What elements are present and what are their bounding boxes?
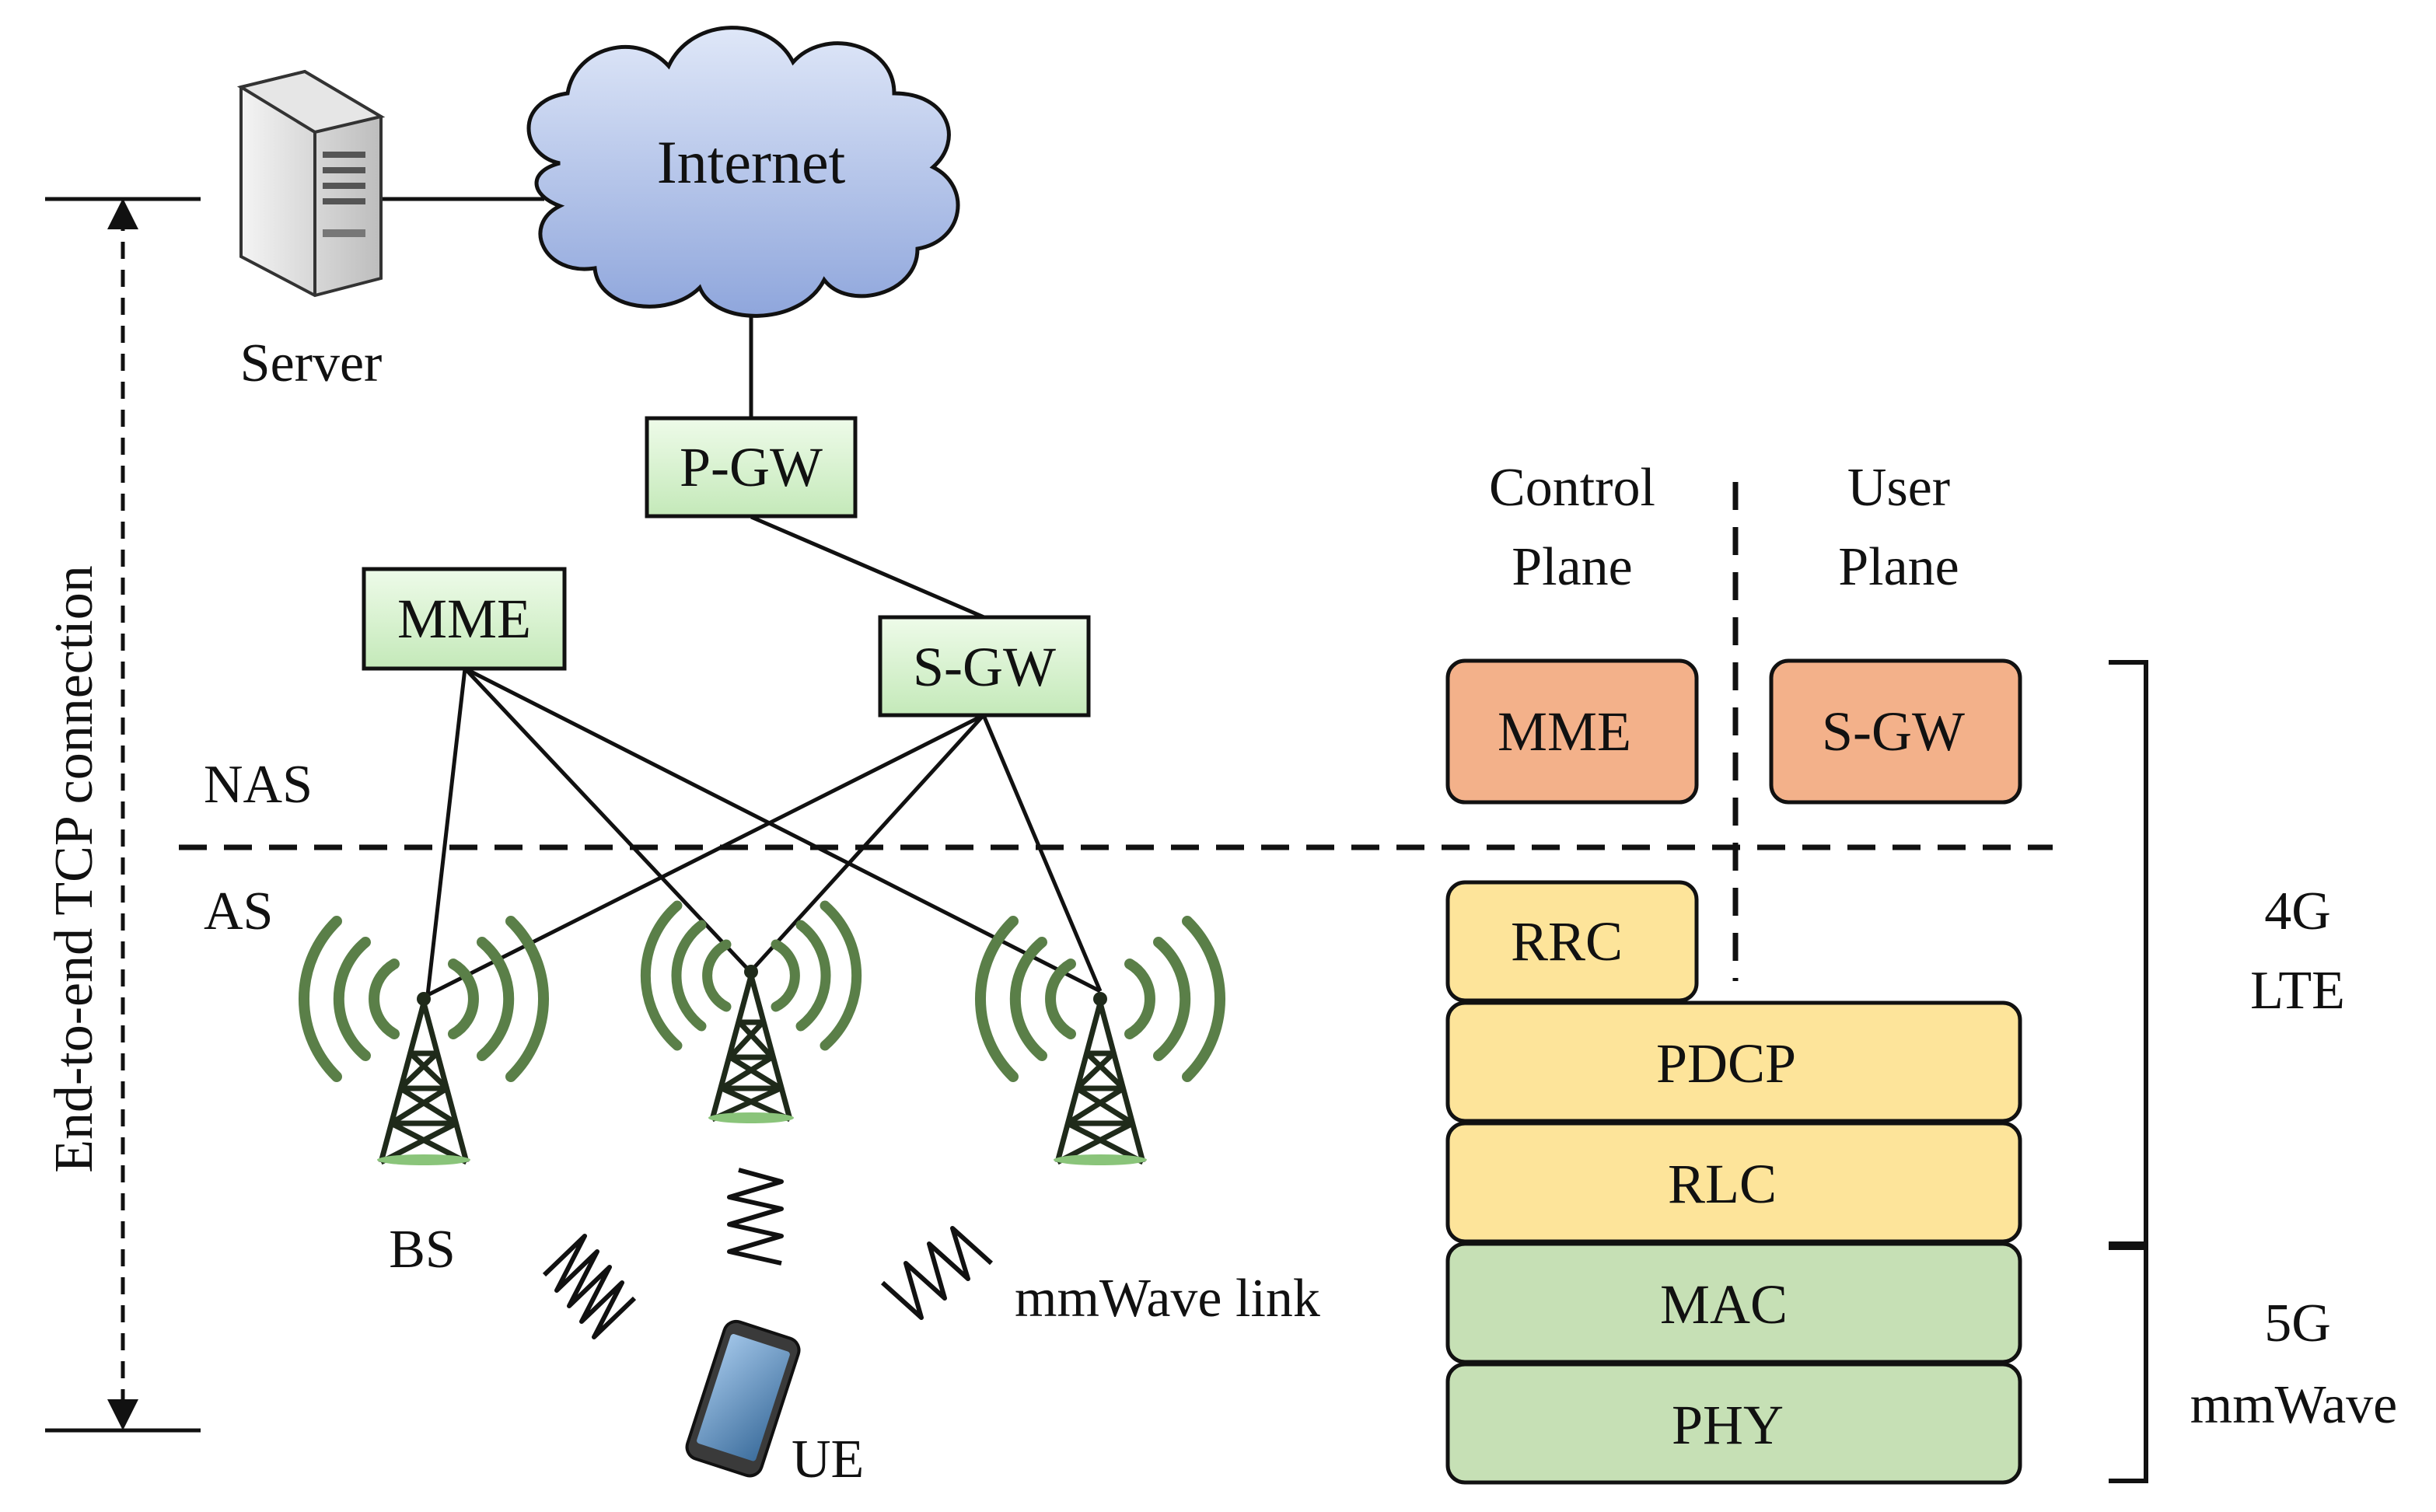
stack-rrc: RRC (1445, 880, 1699, 1003)
bs-label: BS (389, 1220, 456, 1280)
mmwave-wave-left (542, 1234, 637, 1339)
server-icon (236, 69, 386, 298)
mme-label: MME (397, 588, 531, 650)
sgw-label: S-GW (913, 636, 1056, 698)
phone-icon (685, 1319, 801, 1478)
tcp-span: End-to-end TCP connection (44, 197, 201, 1433)
stack-sgw: S-GW (1769, 658, 2022, 805)
tower-icon-3 (975, 916, 1225, 1165)
pgw-node: P-GW (645, 416, 858, 519)
nas-label: NAS (204, 755, 313, 815)
lte-label-2: LTE (2250, 961, 2345, 1021)
mmwave-bracket (2109, 1245, 2148, 1483)
ue-label: UE (792, 1430, 864, 1489)
lte-bracket (2109, 660, 2148, 1246)
as-label: AS (204, 882, 273, 941)
stack-phy-label: PHY (1672, 1394, 1784, 1456)
stack-rlc-label: RLC (1668, 1153, 1777, 1215)
lte-label-1: 4G (2264, 882, 2331, 941)
stack-mme: MME (1445, 658, 1699, 805)
stack-sgw-label: S-GW (1822, 700, 1965, 763)
mmwave-link-icons (542, 1168, 994, 1339)
tower-icon-1 (299, 916, 549, 1165)
mme-node: MME (362, 567, 567, 671)
stack-rlc: RLC (1445, 1121, 2022, 1244)
mmwave-wave-right (880, 1226, 994, 1320)
sgw-node: S-GW (878, 615, 1091, 718)
stack-pdcp: PDCP (1445, 1000, 2022, 1123)
stack-pdcp-label: PDCP (1656, 1032, 1796, 1095)
tower-icon-2 (640, 900, 862, 1123)
stack-phy: PHY (1445, 1362, 2022, 1485)
server-label: Server (240, 333, 383, 393)
stack-mac: MAC (1445, 1241, 2022, 1364)
mmwave-wave-center (727, 1168, 784, 1266)
internet-cloud: Internet (526, 26, 960, 318)
control-plane-label-2: Plane (1512, 537, 1633, 597)
mmwave-link-label: mmWave link (1015, 1269, 1320, 1329)
mmwave-label-2: mmWave (2190, 1375, 2398, 1435)
user-plane-label-1: User (1847, 458, 1950, 518)
internet-label: Internet (657, 128, 846, 196)
user-plane-label-2: Plane (1838, 537, 1959, 597)
mmwave-label-1: 5G (2264, 1294, 2331, 1353)
stack-mme-label: MME (1498, 700, 1631, 763)
pgw-label: P-GW (680, 436, 823, 498)
control-plane-label-1: Control (1489, 458, 1655, 518)
stack-rrc-label: RRC (1511, 910, 1623, 972)
tcp-connection-label: End-to-end TCP connection (44, 565, 104, 1173)
stack-mac-label: MAC (1660, 1273, 1788, 1336)
